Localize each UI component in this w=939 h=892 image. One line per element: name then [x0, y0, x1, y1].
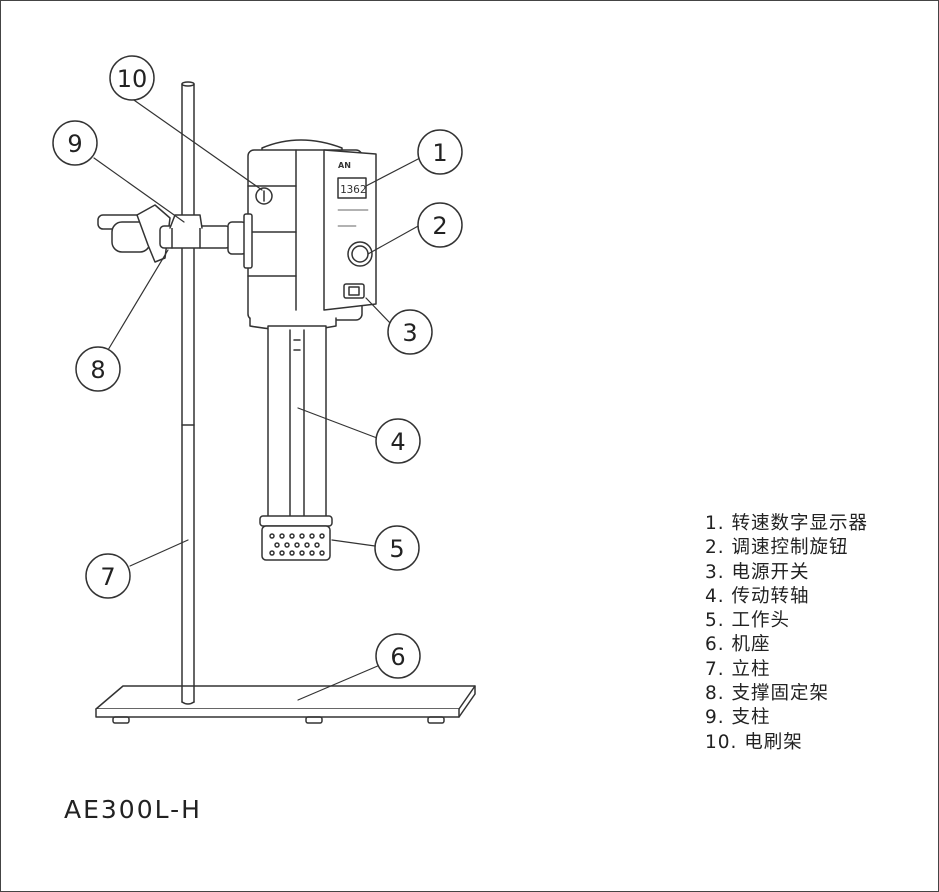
svg-text:4: 4: [390, 428, 405, 456]
svg-text:8: 8: [90, 356, 105, 384]
legend-item: 5. 工作头: [705, 610, 791, 632]
clamp-bracket: [97, 204, 247, 263]
callout-2: 2: [417, 202, 463, 248]
working-head: [259, 515, 333, 561]
svg-text:2: 2: [432, 212, 447, 240]
svg-text:1: 1: [432, 139, 447, 167]
svg-text:5: 5: [389, 535, 404, 563]
callout-10: 10: [109, 55, 155, 101]
callout-7: 7: [85, 553, 131, 599]
callout-8: 8: [75, 346, 121, 392]
legend-item: 2. 调速控制旋钮: [705, 537, 849, 559]
svg-text:9: 9: [67, 130, 82, 158]
legend-item: 4. 传动转轴: [705, 585, 810, 607]
callouts: 10 9 1 2 3 8 4 5 7 6: [52, 55, 463, 679]
callout-5: 5: [374, 525, 420, 571]
brand-logo: AN: [338, 161, 351, 170]
callout-6: 6: [375, 633, 421, 679]
parts-legend: 1. 转速数字显示器 2. 调速控制旋钮 3. 电源开关 4. 传动转轴 5. …: [705, 512, 868, 755]
svg-text:3: 3: [402, 319, 417, 347]
svg-text:10: 10: [117, 65, 148, 93]
drive-shaft: [267, 325, 327, 521]
rpm-display-reading: 1362: [340, 183, 367, 196]
motor-head: AN 1362: [243, 139, 377, 331]
legend-item: 1. 转速数字显示器: [705, 513, 869, 534]
legend-item: 3. 电源开关: [705, 561, 810, 583]
svg-text:7: 7: [100, 563, 115, 591]
svg-text:6: 6: [390, 643, 405, 671]
legend-item: 7. 立柱: [705, 658, 771, 680]
legend-item: 6. 机座: [705, 634, 771, 656]
legend-item: 9. 支柱: [705, 707, 771, 729]
legend-item: 10. 电刷架: [705, 731, 803, 753]
support-rod: [181, 81, 195, 705]
legend-item: 8. 支撑固定架: [705, 683, 830, 705]
callout-1: 1: [417, 129, 463, 175]
model-label: AE300L-H: [64, 795, 202, 824]
base-plate: [95, 685, 476, 724]
callout-3: 3: [387, 309, 433, 355]
callout-9: 9: [52, 120, 98, 166]
leader-lines: [93, 97, 421, 701]
callout-4: 4: [375, 418, 421, 464]
